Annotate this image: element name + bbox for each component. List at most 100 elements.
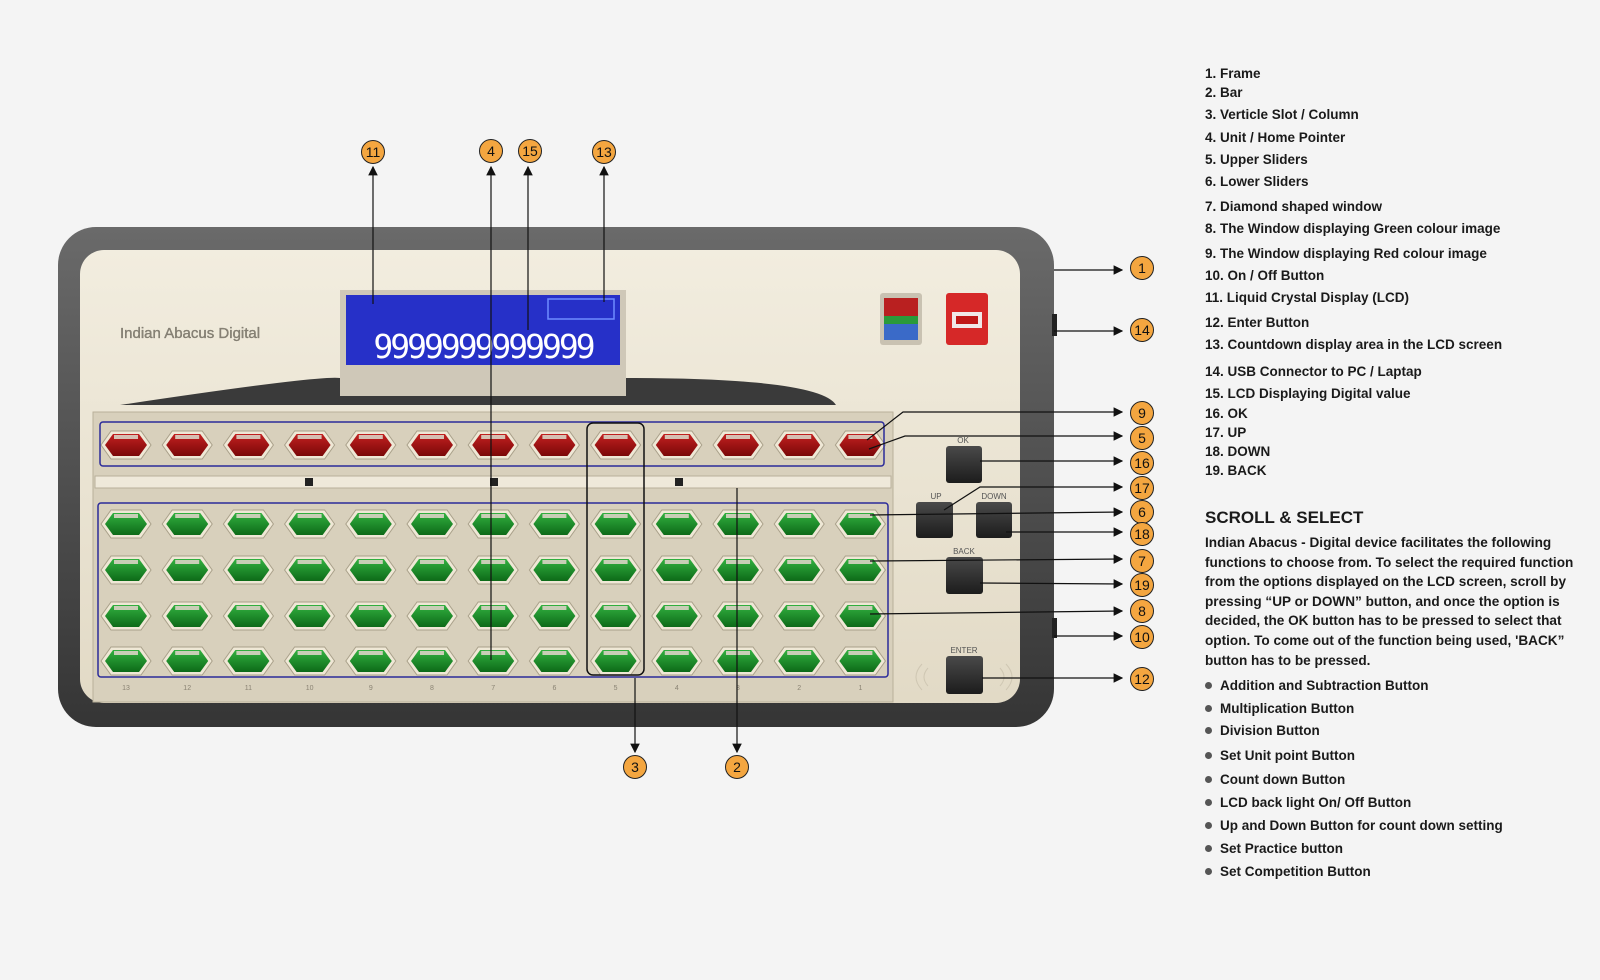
lower-slider-bead[interactable]	[222, 646, 275, 676]
svg-text:12: 12	[1134, 671, 1150, 687]
upper-slider-bead[interactable]	[222, 430, 275, 460]
lower-slider-bead[interactable]	[834, 601, 887, 631]
bullet-icon	[1205, 704, 1212, 712]
lower-slider-bead[interactable]	[773, 555, 825, 585]
lower-slider-bead[interactable]	[528, 509, 581, 539]
lower-slider-bead[interactable]	[712, 646, 764, 676]
lower-slider-bead[interactable]	[651, 555, 703, 585]
lower-slider-bead[interactable]	[528, 646, 581, 676]
lower-slider-bead[interactable]	[283, 646, 336, 676]
callout-13: 13	[592, 140, 616, 164]
upper-slider-bead[interactable]	[834, 430, 887, 460]
legend-item: 17. UP	[1205, 425, 1247, 440]
svg-text:5: 5	[1138, 430, 1146, 446]
upper-slider-bead[interactable]	[528, 430, 581, 460]
lower-slider-bead[interactable]	[589, 646, 642, 676]
down-button[interactable]	[976, 502, 1012, 538]
column-number: 4	[675, 685, 679, 692]
bullet-icon	[1205, 821, 1212, 829]
lower-slider-bead[interactable]	[467, 601, 519, 631]
bullet-icon	[1205, 726, 1212, 734]
lcd-value: 9999999999999	[373, 327, 593, 366]
lower-slider-bead[interactable]	[651, 646, 703, 676]
lower-slider-bead[interactable]	[834, 646, 887, 676]
lower-slider-bead[interactable]	[345, 601, 397, 631]
ok-label: OK	[957, 436, 969, 445]
upper-slider-bead[interactable]	[345, 430, 397, 460]
lower-slider-bead[interactable]	[528, 555, 581, 585]
lower-slider-bead[interactable]	[161, 646, 213, 676]
legend-item: 4. Unit / Home Pointer	[1205, 130, 1346, 145]
lower-slider-bead[interactable]	[161, 555, 213, 585]
lower-slider-bead[interactable]	[283, 601, 336, 631]
up-button[interactable]	[916, 502, 953, 538]
back-button[interactable]	[946, 557, 983, 594]
lower-slider-bead[interactable]	[100, 509, 152, 539]
lower-slider-bead[interactable]	[100, 646, 152, 676]
lower-slider-bead[interactable]	[589, 601, 642, 631]
upper-slider-bead[interactable]	[283, 430, 336, 460]
back-label: BACK	[953, 547, 975, 556]
lower-slider-bead[interactable]	[651, 601, 703, 631]
callout-5: 5	[1130, 426, 1154, 450]
lower-slider-bead[interactable]	[161, 509, 213, 539]
lower-slider-bead[interactable]	[406, 509, 458, 539]
lower-slider-bead[interactable]	[589, 555, 642, 585]
upper-slider-bead[interactable]	[100, 430, 152, 460]
lower-slider-bead[interactable]	[222, 555, 275, 585]
lower-slider-bead[interactable]	[222, 509, 275, 539]
enter-button[interactable]	[946, 656, 983, 694]
upper-slider-bead[interactable]	[467, 430, 519, 460]
lower-slider-bead[interactable]	[100, 601, 152, 631]
lower-slider-bead[interactable]	[589, 509, 642, 539]
lower-slider-bead[interactable]	[345, 555, 397, 585]
lower-slider-bead[interactable]	[161, 601, 213, 631]
lower-slider-bead[interactable]	[406, 646, 458, 676]
lower-slider-bead[interactable]	[773, 646, 825, 676]
lower-slider-bead[interactable]	[283, 509, 336, 539]
lower-slider-bead[interactable]	[406, 555, 458, 585]
brand-label: Indian Abacus Digital	[120, 325, 260, 342]
lower-slider-bead[interactable]	[345, 509, 397, 539]
lower-slider-bead[interactable]	[773, 509, 825, 539]
svg-text:16: 16	[1134, 455, 1150, 471]
column-number: 3	[736, 685, 740, 692]
upper-slider-bead[interactable]	[773, 430, 825, 460]
on-off-switch[interactable]	[1052, 618, 1057, 638]
section-title: SCROLL & SELECT	[1205, 508, 1364, 527]
upper-slider-bead[interactable]	[589, 430, 642, 460]
lower-slider-bead[interactable]	[222, 601, 275, 631]
red-window-image	[946, 293, 988, 345]
upper-slider-bead[interactable]	[161, 430, 213, 460]
usb-connector	[1052, 314, 1057, 336]
ok-button[interactable]	[946, 446, 982, 483]
lower-slider-bead[interactable]	[467, 509, 519, 539]
lcd-screen[interactable]	[346, 295, 620, 365]
lower-slider-bead[interactable]	[651, 509, 703, 539]
lower-slider-bead[interactable]	[406, 601, 458, 631]
lower-slider-bead[interactable]	[712, 555, 764, 585]
lower-slider-bead[interactable]	[100, 555, 152, 585]
speaker-grille	[915, 663, 1013, 691]
lower-slider-bead[interactable]	[712, 509, 764, 539]
callout-6: 6	[1130, 500, 1154, 524]
lower-slider-bead[interactable]	[467, 646, 519, 676]
lower-slider-bead[interactable]	[834, 509, 887, 539]
svg-text:18: 18	[1134, 526, 1150, 542]
lower-slider-bead[interactable]	[712, 601, 764, 631]
lower-slider-bead[interactable]	[834, 555, 887, 585]
lower-slider-bead[interactable]	[528, 601, 581, 631]
green-window-image	[880, 293, 922, 345]
upper-slider-bead[interactable]	[406, 430, 458, 460]
lower-slider-bead[interactable]	[345, 646, 397, 676]
lower-slider-bead[interactable]	[283, 555, 336, 585]
svg-text:9: 9	[1138, 405, 1146, 421]
lower-slider-bead[interactable]	[467, 555, 519, 585]
function-label: Addition and Subtraction Button	[1220, 678, 1429, 693]
upper-slider-bead[interactable]	[712, 430, 764, 460]
column-number: 1	[858, 685, 862, 692]
upper-slider-bead[interactable]	[651, 430, 703, 460]
lower-slider-bead[interactable]	[773, 601, 825, 631]
